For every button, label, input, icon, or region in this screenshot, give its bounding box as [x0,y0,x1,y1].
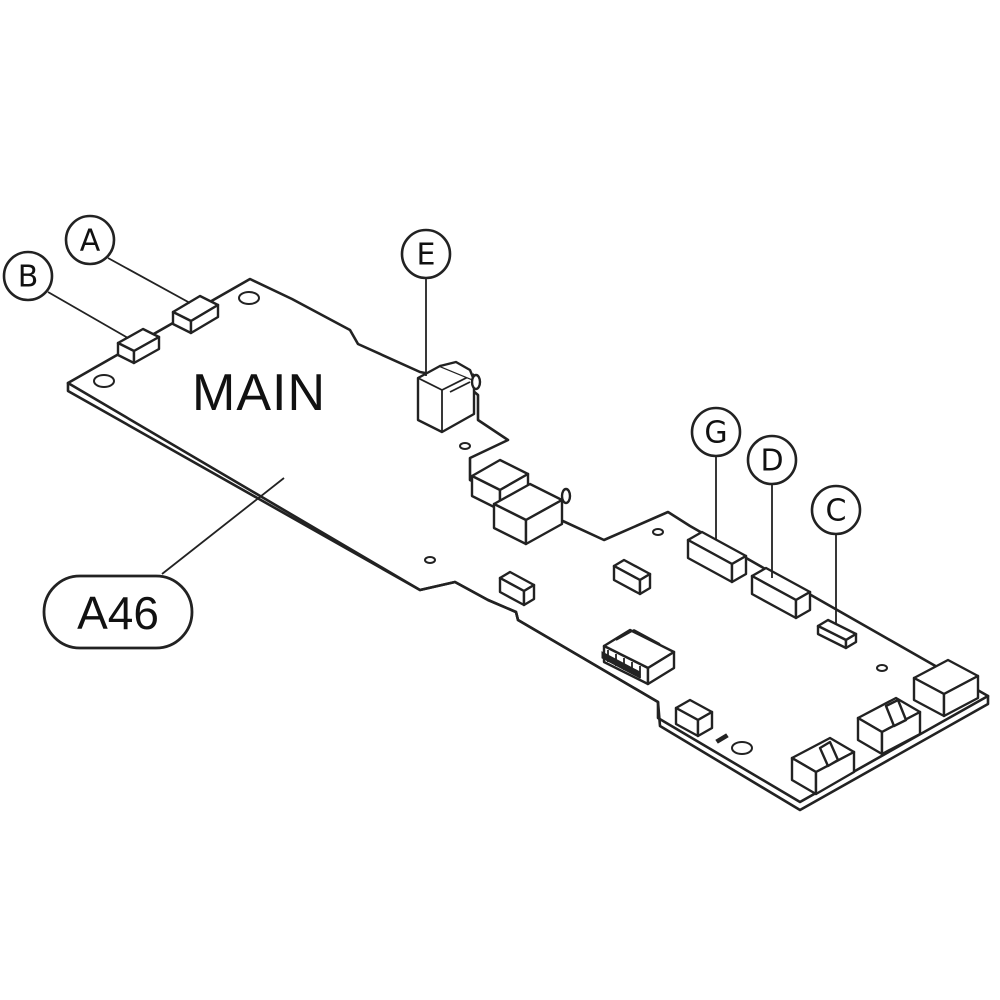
mounting-hole [731,741,753,755]
callout-a-label: A [80,224,101,259]
callout-a: A [64,214,116,266]
mounting-hole [93,374,115,388]
callout-g: G [690,406,742,458]
terminal-right-3 [912,658,980,718]
callout-c-label: C [826,494,847,529]
mounting-hole [424,556,436,564]
leader-line-a46 [161,477,285,575]
callout-e-label: E [417,238,436,273]
component-e [416,360,482,434]
board-outline [66,277,990,804]
mounting-hole [652,528,664,536]
callout-b-label: B [18,260,39,295]
pin-header [601,628,676,686]
callout-b: B [2,250,54,302]
leader-line-b [47,291,129,339]
connector-g [686,530,748,584]
small-connector [612,558,652,596]
connector-c [816,618,858,650]
board-label: MAIN [192,364,326,422]
small-block [674,698,714,738]
small-connector [498,570,536,607]
leader-line-a [107,257,191,304]
mounting-hole [876,664,888,672]
callout-e: E [400,228,452,280]
slot-mark [715,733,729,744]
callout-d: D [746,434,798,486]
part-tag: A46 [42,574,194,650]
connector-a [171,294,220,335]
callout-c: C [810,484,862,536]
terminal-right-1 [790,736,856,796]
mounting-hole [238,291,260,305]
mounting-hole [459,442,471,450]
connector-b [116,327,161,365]
part-tag-label: A46 [77,587,159,639]
jack-block-lower [492,482,572,546]
connector-d [750,566,812,620]
callout-d-label: D [760,444,783,479]
terminal-right-2 [856,696,922,756]
callout-g-label: G [704,416,727,451]
